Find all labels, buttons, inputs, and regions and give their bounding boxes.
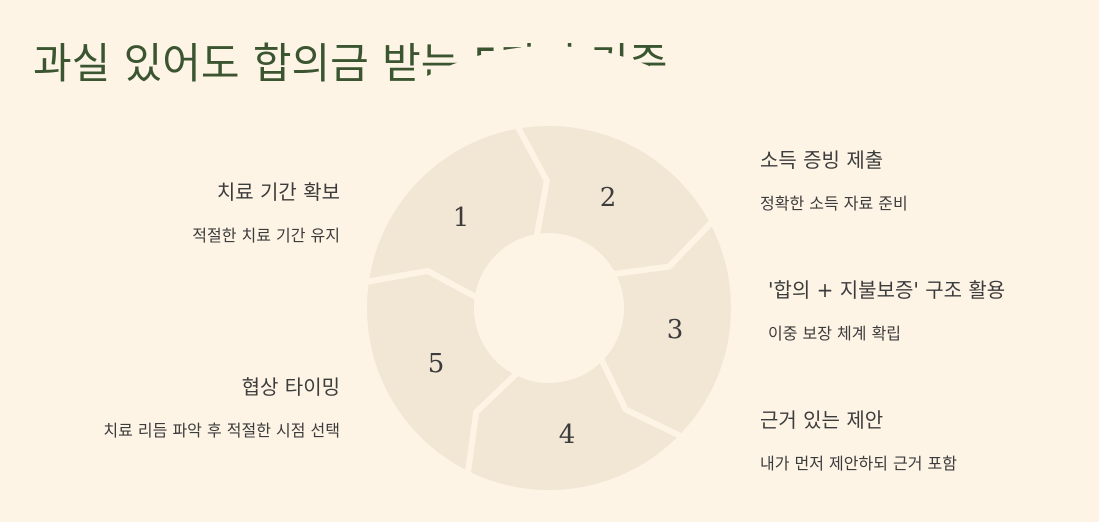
step-number-3: 3 xyxy=(667,315,684,345)
step-item-5: 협상 타이밍 치료 리듬 파악 후 적절한 시점 선택 xyxy=(0,371,340,441)
step-title-5: 협상 타이밍 xyxy=(241,375,340,399)
step-number-1: 1 xyxy=(453,203,470,233)
cycle-center-hole xyxy=(477,236,621,380)
step-number-5: 5 xyxy=(428,349,445,379)
step-desc-1: 적절한 치료 기간 유지 xyxy=(192,226,340,245)
cycle-outer-mask xyxy=(287,46,811,522)
step-item-1: 치료 기간 확보 적절한 치료 기간 유지 xyxy=(0,176,340,246)
step-title-1: 치료 기간 확보 xyxy=(216,180,340,204)
step-title-2: 소득 증빙 제출 xyxy=(760,148,884,172)
step-desc-4: 내가 먼저 제안하되 근거 포함 xyxy=(760,454,957,473)
step-item-4: 근거 있는 제안 내가 먼저 제안하되 근거 포함 xyxy=(760,404,1099,474)
step-number-4: 4 xyxy=(559,420,576,450)
step-desc-3: 이중 보장 체계 확립 xyxy=(768,324,902,343)
step-title-3: '합의 + 지불보증' 구조 활용 xyxy=(768,278,1006,302)
step-desc-5: 치료 리듬 파악 후 적절한 시점 선택 xyxy=(103,421,340,440)
step-number-2: 2 xyxy=(600,183,617,213)
step-title-4: 근거 있는 제안 xyxy=(760,408,884,432)
step-desc-2: 정확한 소득 자료 준비 xyxy=(760,194,908,213)
step-item-2: 소득 증빙 제출 정확한 소득 자료 준비 xyxy=(760,144,1099,214)
step-item-3: '합의 + 지불보증' 구조 활용 이중 보장 체계 확립 xyxy=(768,274,1099,344)
